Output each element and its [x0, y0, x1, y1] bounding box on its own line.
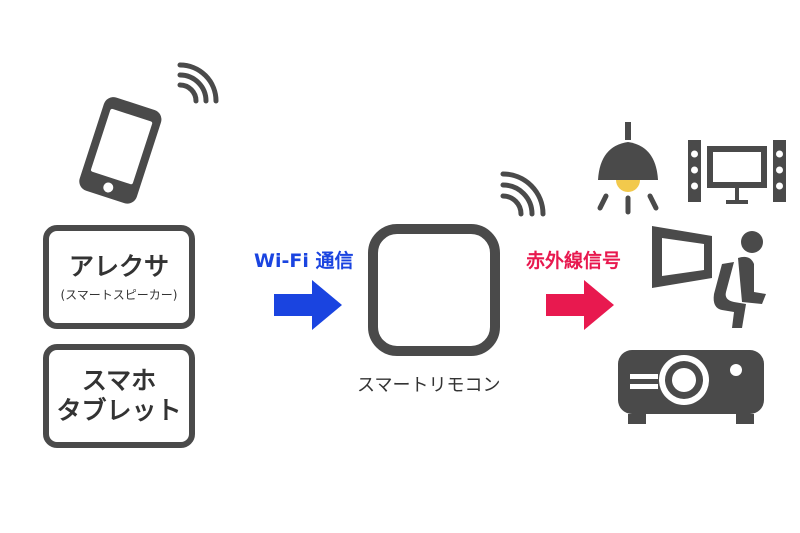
- speaker-tv-icon: [688, 140, 786, 204]
- smart-remote-icon: [368, 224, 500, 356]
- tablet-label: タブレット: [56, 396, 182, 425]
- projector-icon: [618, 350, 764, 424]
- remote-signal-icon: [500, 171, 546, 217]
- wifi-signal-icon: [177, 62, 219, 104]
- smart-remote-label: スマートリモコン: [357, 375, 501, 396]
- smartphone-icon: [79, 97, 162, 204]
- alexa-box: アレクサ (スマートスピーカー): [43, 225, 195, 329]
- alexa-subtitle: (スマートスピーカー): [60, 287, 178, 302]
- infrared-label: 赤外線信号: [526, 250, 622, 272]
- pendant-lamp-icon: [597, 122, 659, 215]
- screen-icon: [652, 226, 712, 288]
- wifi-label: Wi-Fi 通信: [254, 250, 354, 272]
- wifi-arrow-icon: [274, 280, 342, 330]
- seated-person-icon: [713, 231, 766, 328]
- smartphone-label: スマホ: [81, 366, 157, 395]
- alexa-title: アレクサ: [68, 251, 169, 281]
- smartphone-tablet-box: スマホ タブレット: [43, 344, 195, 448]
- infrared-arrow-icon: [546, 280, 614, 330]
